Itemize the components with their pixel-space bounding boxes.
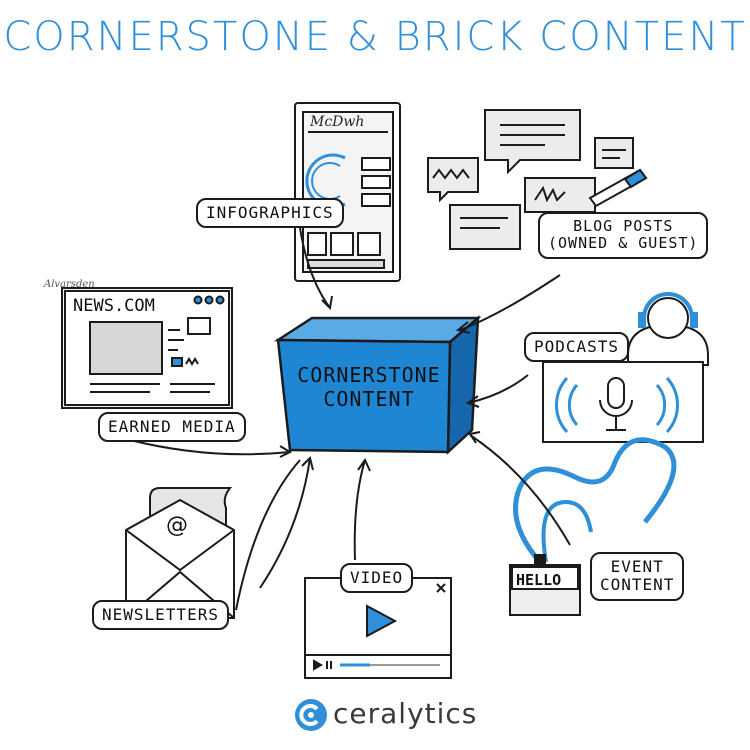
label-infographics: INFOGRAPHICS xyxy=(196,198,344,229)
page-title: CORNERSTONE & BRICK CONTENT xyxy=(3,14,747,60)
center-line2: CONTENT xyxy=(323,387,415,411)
label-earned-media: EARNED MEDIA xyxy=(98,412,246,443)
ceralytics-logo-icon xyxy=(295,699,327,731)
arrows xyxy=(129,227,571,611)
news-site-name: NEWS.COM xyxy=(73,296,155,316)
at-symbol: @ xyxy=(166,513,188,538)
video-player-icon xyxy=(304,577,452,679)
blog-line1: BLOG POSTS xyxy=(573,217,674,235)
name-tag-icon: HELLO xyxy=(509,437,677,616)
label-event-content: EVENT CONTENT xyxy=(590,552,685,601)
label-newsletters: NEWSLETTERS xyxy=(92,600,229,631)
logo-text: ceralytics xyxy=(333,697,478,730)
blog-line2: (OWNED & GUEST) xyxy=(548,234,699,253)
news-window-icon: NEWS.COM xyxy=(61,287,233,409)
hello-text: HELLO xyxy=(516,571,561,589)
blog-bubbles-icon xyxy=(427,109,648,250)
podcast-icon xyxy=(542,292,709,443)
event-line1: EVENT xyxy=(610,557,664,576)
label-blog-posts: BLOG POSTS (OWNED & GUEST) xyxy=(538,212,709,259)
artist-signature: Alvarsden xyxy=(43,279,95,290)
cornerstone-box xyxy=(273,315,482,455)
event-line2: CONTENT xyxy=(600,575,675,595)
envelope-icon: @ xyxy=(125,487,235,619)
infographic-icon: McDwh xyxy=(294,102,401,282)
infographic-header: McDwh xyxy=(309,114,364,130)
ceralytics-logo: ceralytics xyxy=(293,695,476,739)
label-video: VIDEO xyxy=(340,563,414,594)
center-line1: CORNERSTONE xyxy=(297,363,441,387)
center-box-label: CORNERSTONE CONTENT xyxy=(278,363,460,411)
label-podcasts: PODCASTS xyxy=(524,332,630,363)
